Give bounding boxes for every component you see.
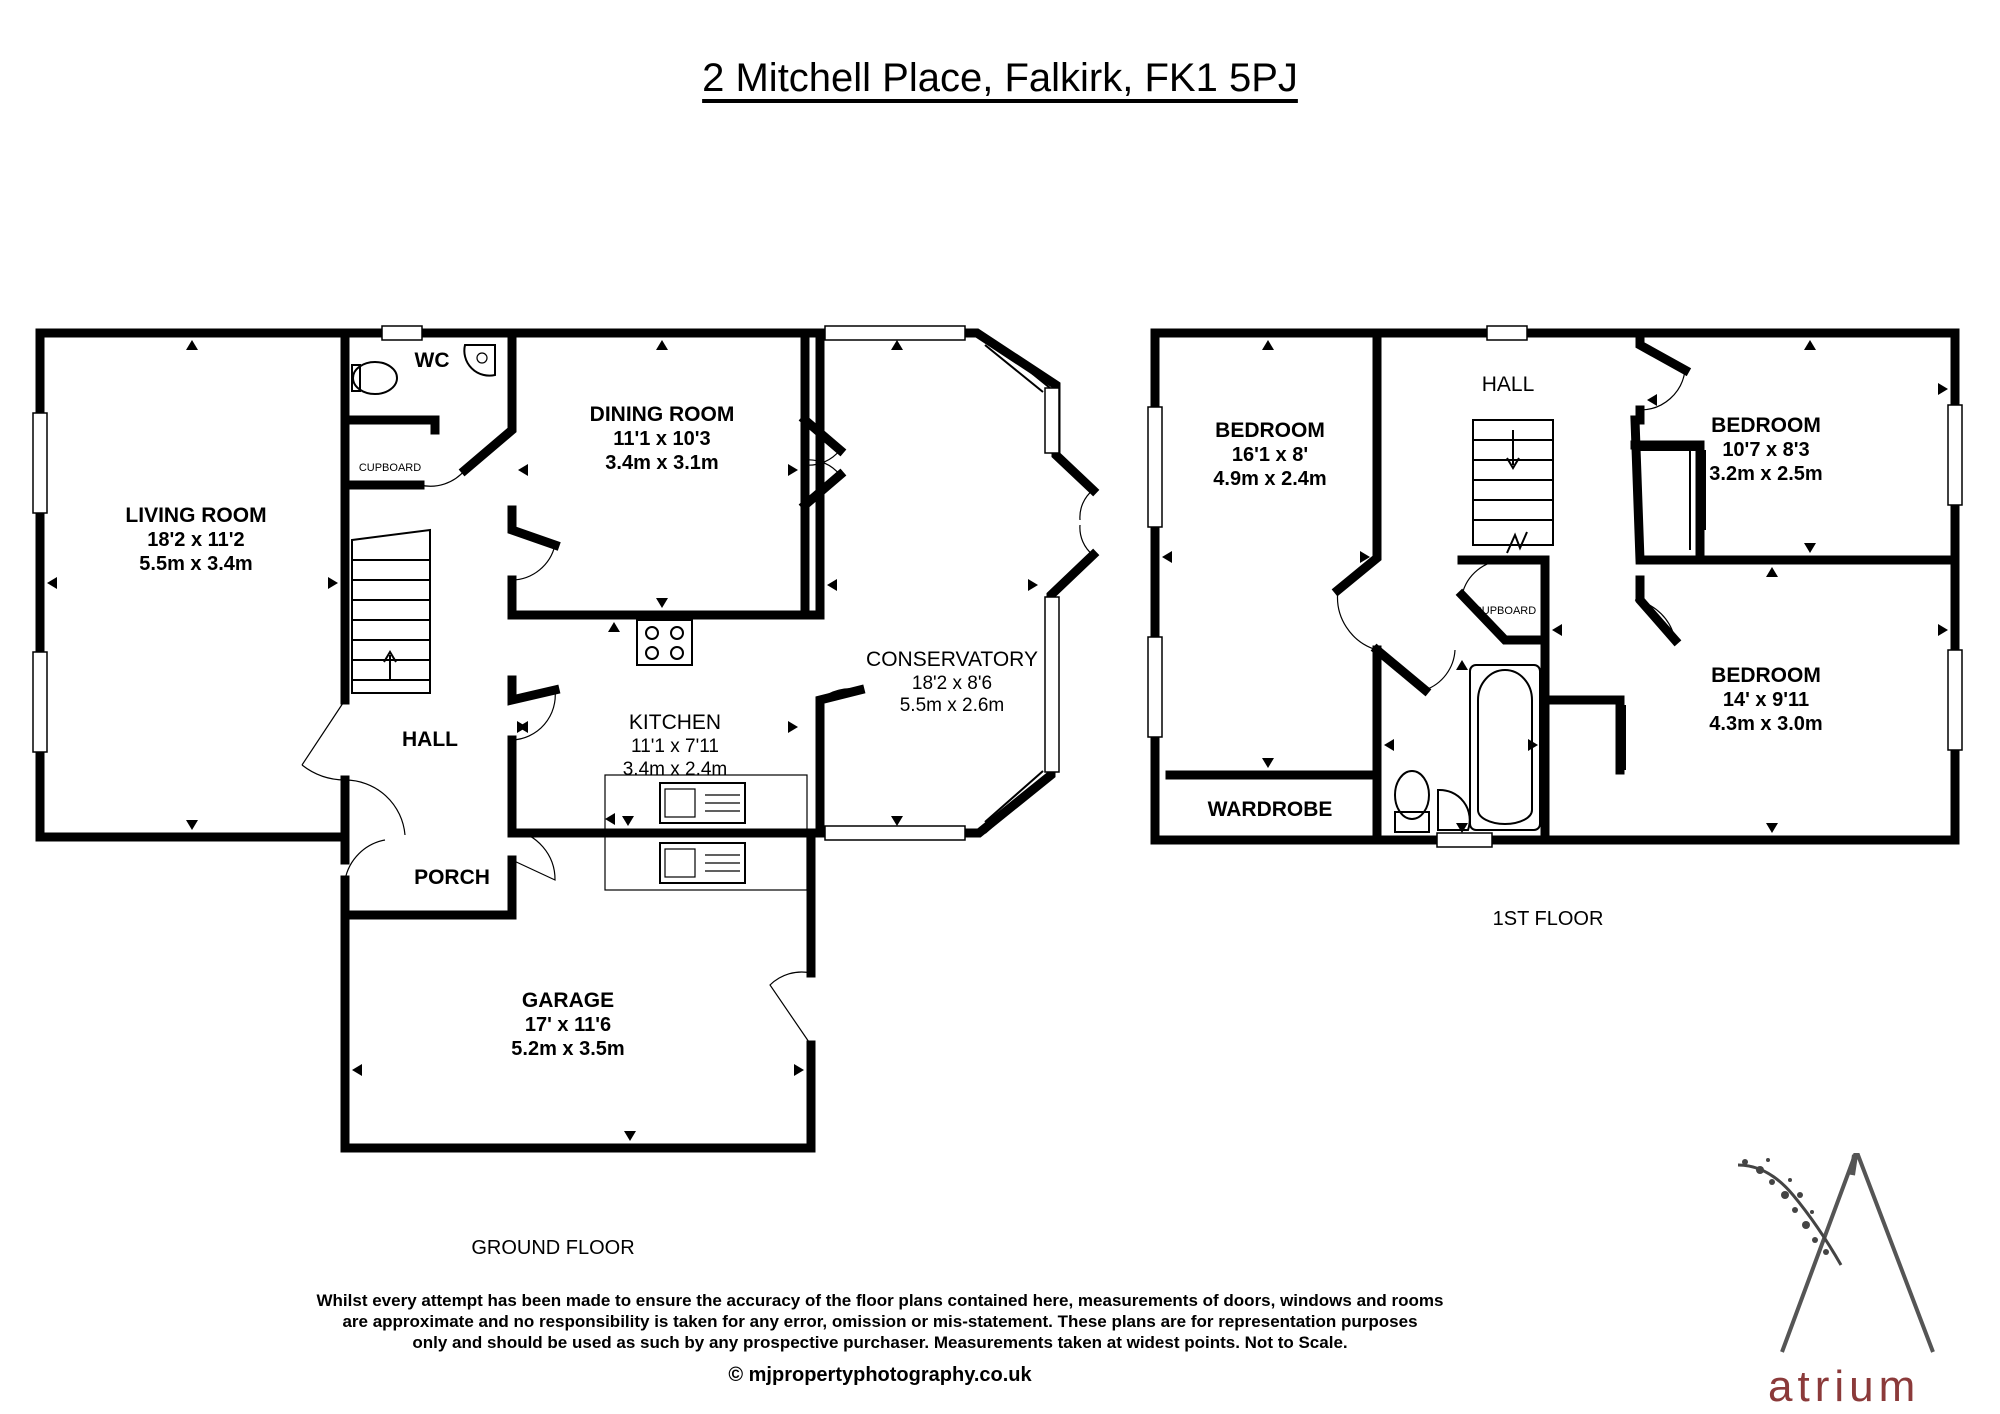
- ground-floor: LIVING ROOM 18'2 x 11'2 5.5m x 3.4m WC C…: [32, 325, 1100, 1259]
- disclaimer-line-1: Whilst every attempt has been made to en…: [316, 1291, 1444, 1310]
- bedroom-2-name: BEDROOM: [1711, 414, 1821, 437]
- disclaimer-line-3: only and should be used as such by any p…: [412, 1333, 1348, 1352]
- kitchen-imperial: 11'1 x 7'11: [631, 736, 719, 757]
- disclaimer-line-2: are approximate and no responsibility is…: [342, 1312, 1418, 1331]
- conservatory-imperial: 18'2 x 8'6: [912, 673, 992, 694]
- first-floor: BEDROOM 16'1 x 8' 4.9m x 2.4m WARDROBE H…: [1147, 325, 1963, 930]
- conservatory: CONSERVATORY 18'2 x 8'6 5.5m x 2.6m: [866, 648, 1038, 716]
- address-title: 2 Mitchell Place, Falkirk, FK1 5PJ: [702, 56, 1298, 100]
- bedroom-3: BEDROOM 14' x 9'11 4.3m x 3.0m: [1709, 664, 1822, 735]
- bedroom-1-name: BEDROOM: [1215, 419, 1325, 442]
- bedroom-2-imperial: 10'7 x 8'3: [1722, 439, 1809, 461]
- living-room: LIVING ROOM 18'2 x 11'2 5.5m x 3.4m: [125, 504, 266, 575]
- ground-stairs: [351, 528, 431, 694]
- garage: GARAGE 17' x 11'6 5.2m x 3.5m: [511, 989, 624, 1060]
- first-hall-label: HALL: [1482, 373, 1535, 396]
- ground-cupboard-label: CUPBOARD: [359, 462, 421, 474]
- bedroom-2-metric: 3.2m x 2.5m: [1709, 463, 1822, 485]
- living-room-imperial: 18'2 x 11'2: [147, 529, 244, 551]
- bedroom-3-metric: 4.3m x 3.0m: [1709, 713, 1822, 735]
- ground-dimension-arrows: [47, 340, 1038, 1141]
- wc-label: WC: [415, 349, 450, 372]
- copyright-credit: © mjpropertyphotography.co.uk: [728, 1364, 1032, 1386]
- ground-exterior-wall: [35, 328, 1100, 838]
- porch-label: PORCH: [414, 866, 490, 889]
- bedroom-3-imperial: 14' x 9'11: [1723, 689, 1809, 711]
- dining-room-name: DINING ROOM: [590, 403, 735, 426]
- ground-hall-label: HALL: [402, 728, 458, 751]
- kitchen-name: KITCHEN: [629, 711, 721, 734]
- atrium-logo: [1737, 1153, 1935, 1353]
- kitchen: KITCHEN 11'1 x 7'11 3.4m x 2.4m: [623, 711, 728, 780]
- kitchen-metric: 3.4m x 2.4m: [623, 759, 728, 780]
- dining-room: DINING ROOM 11'1 x 10'3 3.4m x 3.1m: [590, 403, 735, 474]
- wardrobe-label: WARDROBE: [1208, 798, 1333, 821]
- bedroom-3-name: BEDROOM: [1711, 664, 1821, 687]
- bedroom-1: BEDROOM 16'1 x 8' 4.9m x 2.4m: [1213, 419, 1326, 490]
- first-cupboard-label: CUPBOARD: [1474, 605, 1536, 617]
- conservatory-metric: 5.5m x 2.6m: [900, 695, 1005, 716]
- living-room-name: LIVING ROOM: [125, 504, 266, 527]
- first-floor-stairs: [1472, 419, 1554, 554]
- garage-name: GARAGE: [522, 989, 614, 1012]
- dining-room-imperial: 11'1 x 10'3: [613, 428, 710, 450]
- logo-wordmark: atrium: [1768, 1362, 1921, 1411]
- bedroom-1-imperial: 16'1 x 8': [1232, 444, 1308, 466]
- dining-room-metric: 3.4m x 3.1m: [605, 452, 718, 474]
- conservatory-name: CONSERVATORY: [866, 648, 1038, 671]
- living-room-metric: 5.5m x 3.4m: [139, 553, 252, 575]
- disclaimer: Whilst every attempt has been made to en…: [190, 1290, 1570, 1353]
- bedroom-2: BEDROOM 10'7 x 8'3 3.2m x 2.5m: [1709, 414, 1822, 485]
- ground-floor-label: GROUND FLOOR: [471, 1237, 634, 1259]
- page-title: 2 Mitchell Place, Falkirk, FK1 5PJ: [0, 56, 2000, 101]
- garage-metric: 5.2m x 3.5m: [511, 1038, 624, 1060]
- first-floor-label: 1ST FLOOR: [1493, 908, 1604, 930]
- first-dimension-arrows: [1162, 340, 1948, 833]
- bedroom-1-metric: 4.9m x 2.4m: [1213, 468, 1326, 490]
- garage-imperial: 17' x 11'6: [525, 1014, 611, 1036]
